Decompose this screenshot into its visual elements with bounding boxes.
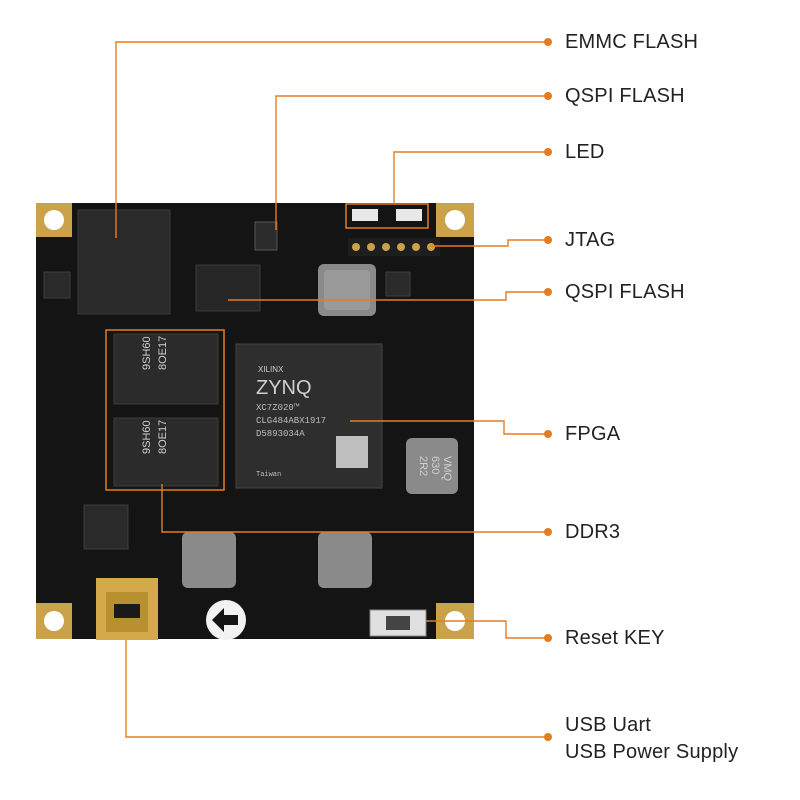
inductor-top bbox=[318, 264, 376, 316]
arrow-logo-icon bbox=[206, 600, 246, 640]
svg-text:XC7Z020™: XC7Z020™ bbox=[256, 403, 300, 413]
svg-text:Taiwan: Taiwan bbox=[256, 471, 281, 479]
label-led: LED bbox=[565, 141, 605, 163]
ic-small-right bbox=[385, 271, 411, 297]
svg-text:XILINX: XILINX bbox=[258, 365, 284, 374]
label-emmc-flash: EMMC FLASH bbox=[565, 31, 699, 53]
svg-text:2R2: 2R2 bbox=[417, 456, 429, 476]
svg-text:CLG484ABX1917: CLG484ABX1917 bbox=[256, 416, 326, 426]
ic-usb-uart bbox=[83, 504, 129, 550]
svg-text:630: 630 bbox=[429, 456, 441, 474]
emmc-chip bbox=[77, 209, 171, 315]
svg-text:9SH60: 9SH60 bbox=[141, 420, 153, 454]
svg-text:VMQ: VMQ bbox=[441, 456, 453, 482]
led-components bbox=[345, 203, 429, 229]
label-ddr3: DDR3 bbox=[565, 521, 621, 543]
label-fpga: FPGA bbox=[565, 423, 621, 445]
mounting-hole-top-right bbox=[436, 203, 474, 237]
reset-key bbox=[369, 609, 427, 637]
label-jtag: JTAG bbox=[565, 229, 616, 251]
ic-small-left bbox=[43, 271, 71, 299]
callout-lines bbox=[115, 41, 548, 738]
label-qspi-flash-top: QSPI FLASH bbox=[565, 85, 685, 107]
fpga-qr-code bbox=[336, 436, 368, 468]
mounting-hole-bottom-left bbox=[36, 603, 72, 639]
svg-text:8OE17: 8OE17 bbox=[157, 336, 169, 370]
boot-switch bbox=[254, 221, 278, 251]
svg-text:8OE17: 8OE17 bbox=[157, 420, 169, 454]
inductor-right: 2R2 630 VMQ bbox=[406, 438, 458, 494]
ddr3-chip-2: 9SH60 8OE17 bbox=[113, 417, 219, 487]
jtag-header bbox=[348, 238, 440, 256]
label-usb-power-supply: USB Power Supply bbox=[565, 741, 739, 763]
label-qspi-flash-mid: QSPI FLASH bbox=[565, 281, 685, 303]
svg-text:ZYNQ: ZYNQ bbox=[256, 377, 312, 399]
inductor-bottom-left bbox=[182, 532, 236, 588]
label-reset-key: Reset KEY bbox=[565, 627, 665, 649]
fpga-chip: XILINX ZYNQ XC7Z020™ CLG484ABX1917 D5893… bbox=[235, 343, 383, 489]
mounting-hole-top-left bbox=[36, 203, 72, 237]
inductor-bottom-right bbox=[318, 532, 372, 588]
svg-text:9SH60: 9SH60 bbox=[141, 336, 153, 370]
qspi-chip bbox=[195, 264, 261, 312]
usb-connector bbox=[96, 578, 158, 640]
ddr3-region bbox=[105, 329, 225, 491]
ddr3-chip-1: 9SH60 8OE17 bbox=[113, 333, 219, 405]
svg-text:D5893034A: D5893034A bbox=[256, 429, 305, 439]
callout-dots bbox=[544, 38, 552, 741]
label-usb-uart: USB Uart bbox=[565, 714, 652, 736]
